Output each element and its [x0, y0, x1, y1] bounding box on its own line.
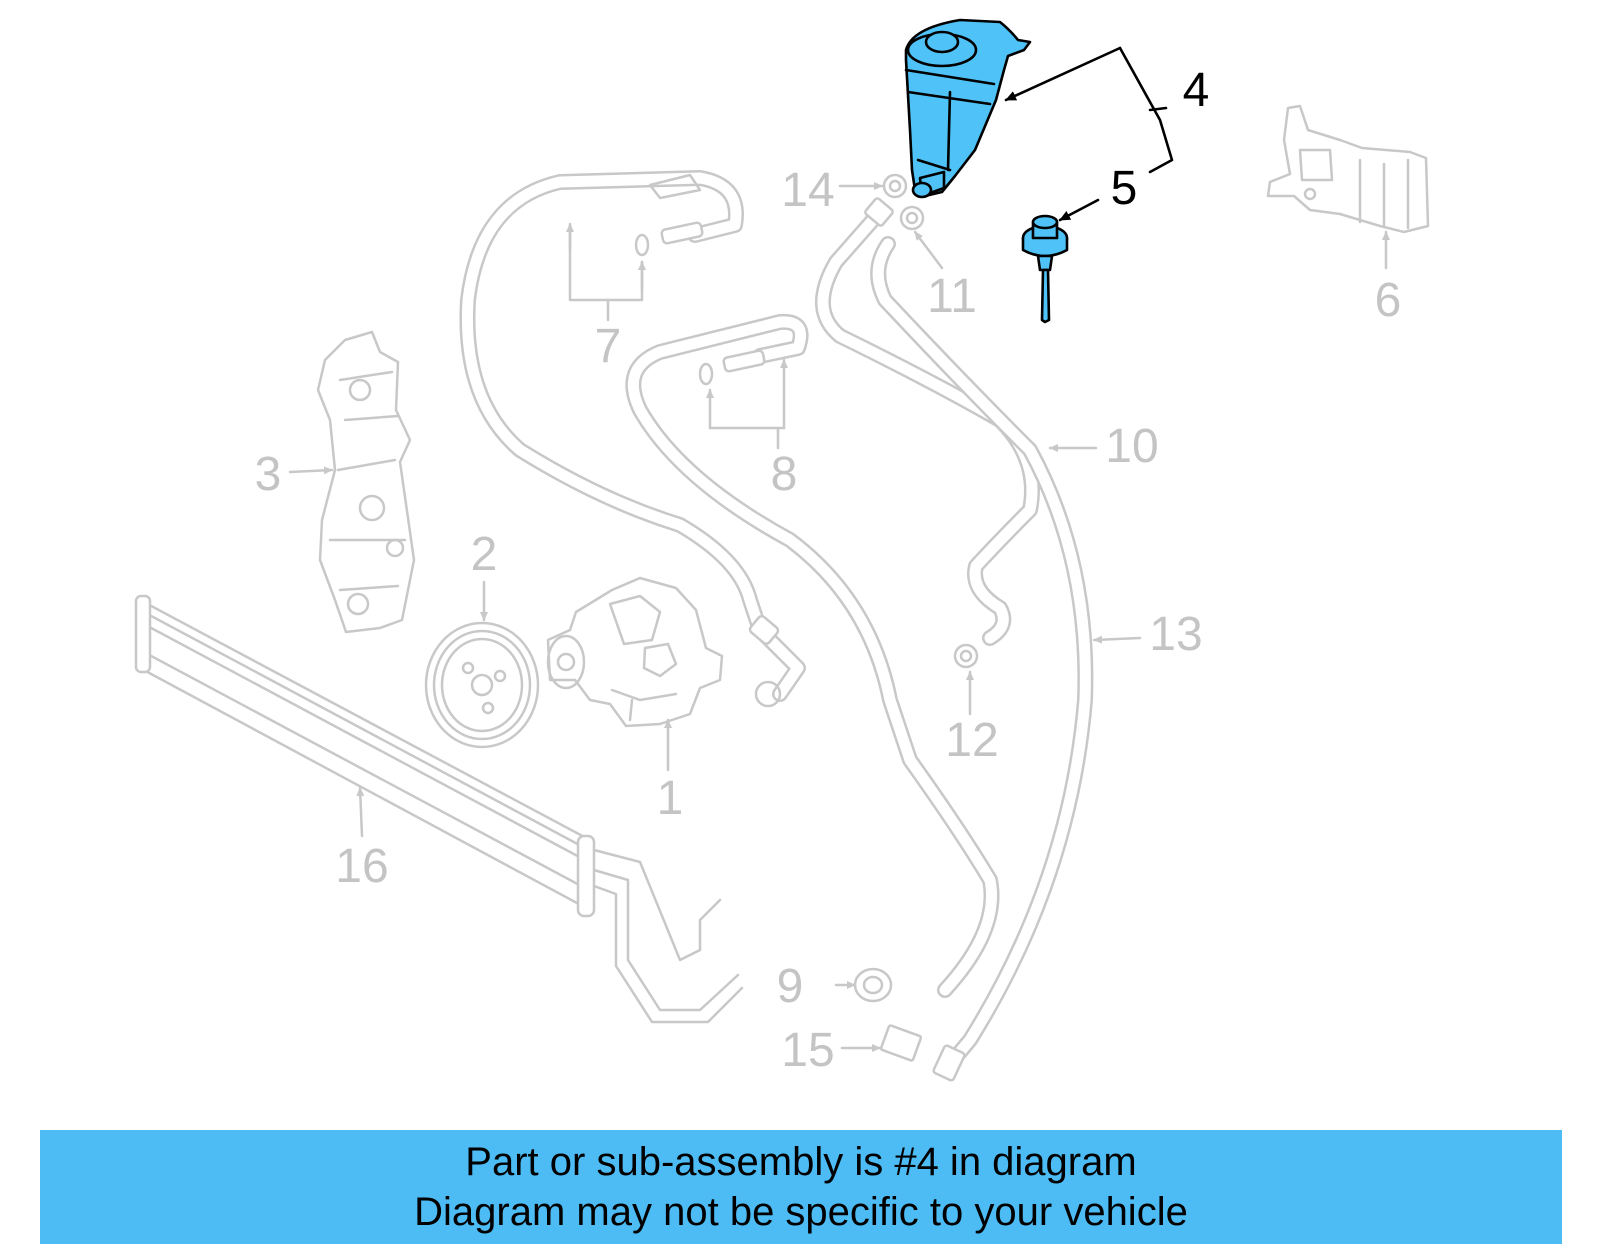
callout-15: 15 — [781, 1024, 834, 1077]
callout-5: 5 — [1111, 162, 1138, 215]
part-11-clamp — [899, 205, 925, 231]
part-15-tag — [879, 1024, 923, 1062]
part-12-clamp — [953, 643, 979, 669]
callout-11: 11 — [927, 270, 977, 323]
leader-lines-highlight — [1004, 46, 1174, 222]
callout-14: 14 — [781, 164, 834, 217]
banner-line-part-number: Part or sub-assembly is #4 in diagram — [465, 1140, 1137, 1184]
callout-12: 12 — [945, 714, 998, 767]
callout-2: 2 — [471, 528, 498, 581]
callout-3: 3 — [255, 448, 282, 501]
part-1-pump — [546, 576, 724, 728]
callout-13: 13 — [1149, 608, 1202, 661]
callout-7: 7 — [595, 320, 622, 373]
callout-10: 10 — [1105, 420, 1158, 473]
callout-16: 16 — [335, 840, 388, 893]
part-10-hose — [815, 197, 1040, 646]
callout-labels: 1 2 3 4 5 6 7 8 9 10 11 12 13 14 15 16 — [255, 64, 1402, 1077]
part-2-pulley — [424, 621, 540, 749]
info-banner: Part or sub-assembly is #4 in diagram Di… — [40, 1130, 1562, 1244]
banner-line-disclaimer: Diagram may not be specific to your vehi… — [414, 1190, 1188, 1234]
callout-8: 8 — [771, 448, 798, 501]
part-14-clamp — [882, 173, 908, 199]
part-5-dipstick-cap — [1021, 214, 1069, 324]
callout-1: 1 — [657, 772, 684, 825]
part-16-cooler — [134, 594, 744, 1024]
callout-9: 9 — [777, 960, 804, 1013]
part-9-clamp — [853, 967, 893, 1003]
part-7-pressure-hose — [459, 170, 806, 708]
part-6-bracket — [1266, 104, 1430, 234]
part-3-bracket — [316, 330, 416, 634]
part-4-reservoir — [904, 18, 1032, 199]
callout-6: 6 — [1375, 274, 1402, 327]
callout-4: 4 — [1183, 64, 1210, 117]
part-13-return-hose — [870, 236, 1094, 1082]
part-8-pressure-line — [625, 313, 1000, 998]
leader-lines-gray — [288, 182, 1390, 1052]
